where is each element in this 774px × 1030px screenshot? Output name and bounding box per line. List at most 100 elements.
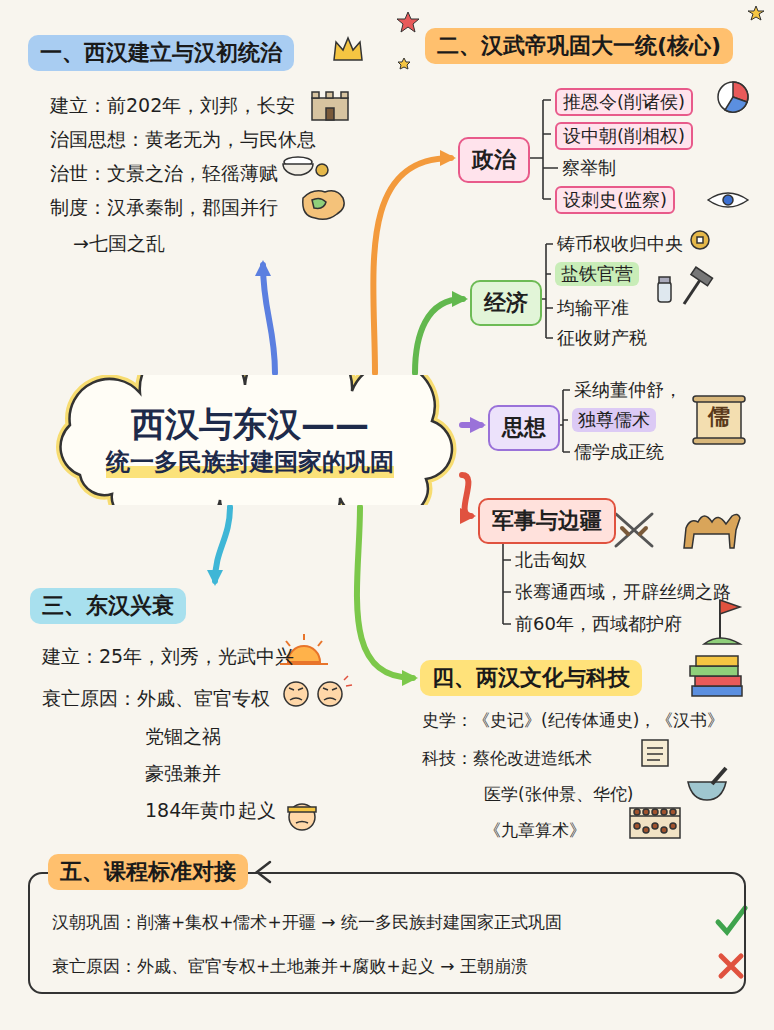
mortar-icon-part — [712, 768, 726, 784]
abacus-bead — [670, 823, 676, 829]
paper-scroll-icon-part — [647, 747, 663, 749]
salt-hammer-icon-part — [659, 277, 670, 283]
abacus-bead — [634, 809, 640, 815]
eye-icon — [708, 193, 748, 207]
branch-arrow — [215, 507, 230, 581]
angry-face-icon-part — [344, 676, 352, 686]
abacus-bead — [643, 827, 649, 833]
salt-hammer-icon-part — [684, 280, 700, 304]
body-line: 科技：蔡伦改进造纸术 — [422, 746, 592, 770]
body-line: 汉朝巩固：削藩+集权+儒术+开疆 → 统一多民族封建国家正式巩固 — [52, 910, 562, 934]
cross-mark — [721, 956, 741, 976]
abacus-icon-part — [634, 809, 676, 833]
category-box: 经济 — [470, 280, 542, 326]
star-icon-part — [397, 12, 419, 32]
books-icon-part — [695, 676, 741, 686]
standards-frame: 五、课程标准对接汉朝巩固：削藩+集权+儒术+开疆 → 统一多民族封建国家正式巩固… — [28, 872, 746, 994]
angry-face-icon-part — [284, 682, 308, 706]
node-text: 军事与边疆 — [492, 508, 602, 533]
rice-bowl-icon-part — [283, 164, 313, 175]
abacus-bead — [652, 823, 658, 829]
castle-icon-part — [312, 98, 348, 120]
section-heading: 四、两汉文化与科技 — [420, 660, 642, 696]
abacus-bead — [643, 809, 649, 815]
rice-bowl-icon — [283, 157, 328, 176]
section-group: 三、东汉兴衰建立：25年，刘秀，光武中兴衰亡原因：外戚、宦官专权党锢之祸豪强兼并… — [30, 588, 297, 825]
cross-mark-part — [721, 956, 741, 976]
check-mark-part — [718, 908, 745, 932]
leaf-label: 独尊儒术 — [572, 408, 656, 432]
scroll-icon-part — [693, 396, 745, 402]
swords-icon-part — [616, 514, 652, 546]
angry-face-icon-part — [289, 688, 337, 700]
leaf-label: 儒 — [708, 405, 730, 429]
rebel-face-icon — [288, 804, 316, 830]
books-icon-part — [692, 686, 742, 696]
branch-arrow — [415, 299, 463, 373]
paper-scroll-icon — [642, 740, 668, 766]
body-line: 史学：《史记》(纪传体通史)，《汉书》 — [422, 708, 724, 732]
section-group: 四、两汉文化与科技史学：《史记》(纪传体通史)，《汉书》科技：蔡伦改进造纸术医学… — [420, 660, 727, 844]
leaf-label: 儒学成正统 — [574, 440, 664, 464]
swords-icon-part — [622, 528, 628, 534]
books-icon-part — [696, 656, 738, 666]
abacus-bead — [661, 809, 667, 815]
body-line: 184年黄巾起义 — [145, 797, 276, 823]
angry-face-icon — [284, 676, 352, 706]
body-line: 建立：前202年，刘邦，长安 — [50, 92, 295, 118]
body-line: 制度：汉承秦制，郡国并行 — [50, 194, 278, 220]
section-heading: 五、课程标准对接 — [48, 854, 248, 890]
scroll-icon-part — [697, 400, 741, 440]
leaf-label: 北击匈奴 — [515, 548, 587, 572]
bracket-line-part — [528, 100, 558, 199]
coin-icon-part — [691, 231, 709, 249]
mortar-icon — [688, 768, 726, 800]
check-mark — [718, 908, 745, 932]
flag-icon-part — [704, 638, 740, 644]
category-box: 军事与边疆 — [478, 498, 616, 544]
castle-icon-part — [341, 92, 348, 98]
salt-hammer-icon-part — [691, 267, 713, 286]
castle-icon — [312, 92, 348, 120]
map-icon-part — [312, 198, 326, 208]
scroll-icon — [693, 396, 745, 444]
section-heading: 二、汉武帝巩固大一统(核心) — [425, 28, 733, 64]
abacus-bead — [634, 823, 640, 829]
branch-arrow — [357, 507, 413, 678]
cloud-subtitle: 统一多民族封建国家的巩固 — [106, 446, 394, 478]
central-cloud: 西汉与东汉——统一多民族封建国家的巩固 — [40, 375, 460, 505]
camel-icon — [684, 514, 740, 548]
body-line: 豪强兼并 — [145, 760, 221, 786]
castle-icon-part — [326, 108, 334, 120]
star-icon — [397, 6, 764, 69]
node-text: 二、汉武帝巩固大一统(核心) — [437, 33, 721, 58]
paper-scroll-icon-part — [642, 740, 668, 766]
abacus-icon-part — [630, 808, 680, 838]
flag-icon-part — [720, 600, 740, 614]
pie-chart-icon — [718, 82, 748, 112]
paper-scroll-icon-part — [647, 759, 660, 761]
rebel-face-icon-part — [296, 822, 308, 824]
category-box: 思想 — [488, 405, 560, 451]
leaf-label: 铸币权收归中央 — [557, 232, 683, 256]
sun-icon-part — [303, 634, 305, 640]
castle-icon-part — [312, 92, 319, 98]
swords-icon-part — [640, 528, 646, 534]
rebel-face-icon-part — [289, 804, 315, 830]
paper-scroll-icon-part — [647, 753, 663, 755]
body-line: →七国之乱 — [73, 230, 165, 256]
abacus-bead — [652, 809, 658, 815]
body-line: 党锢之祸 — [145, 723, 221, 749]
angry-face-icon-part — [318, 682, 342, 706]
books-icon — [690, 656, 742, 696]
sun-icon-part — [318, 641, 322, 646]
leaf-label: 盐铁官营 — [555, 262, 639, 286]
coin-icon — [691, 231, 709, 249]
salt-hammer-icon — [658, 267, 713, 304]
star-icon-part — [398, 58, 410, 69]
branch-arrow — [263, 265, 275, 373]
rice-bowl-icon-part — [316, 164, 328, 176]
leaf-label: 张骞通西域，开辟丝绸之路 — [515, 580, 731, 604]
salt-hammer-icon-part — [658, 282, 671, 302]
